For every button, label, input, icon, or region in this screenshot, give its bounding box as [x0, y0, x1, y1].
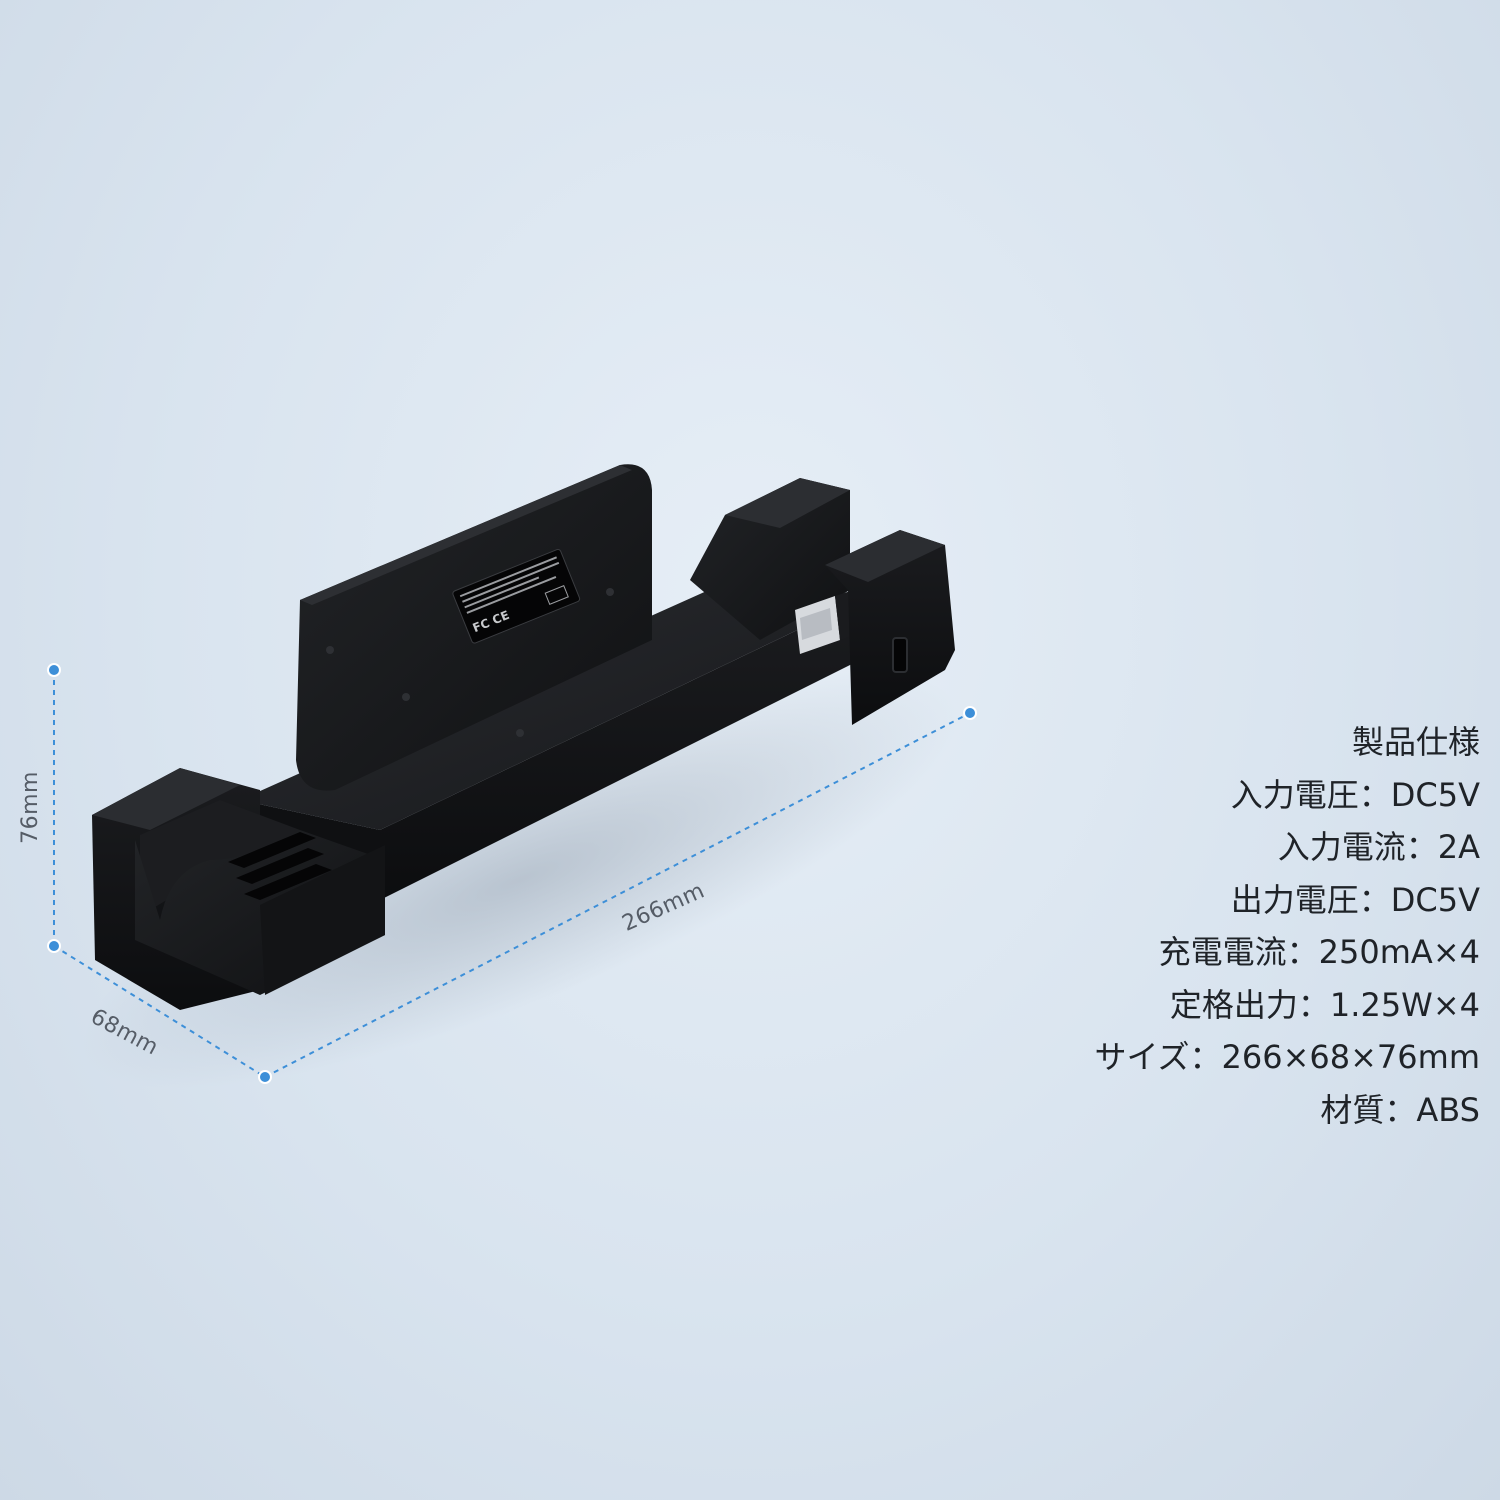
left-controller-stand [92, 768, 385, 1010]
spec-charge-current: 充電電流：250mA×4 [1158, 933, 1480, 971]
length-dimension-line [264, 712, 971, 1078]
dimension-endpoints [47, 663, 977, 1084]
usb-port [236, 848, 324, 884]
dimension-endpoint [47, 939, 61, 953]
product-label: FC CE [452, 548, 581, 644]
dimension-endpoint [258, 1070, 272, 1084]
spec-input-voltage: 入力電圧：DC5V [1230, 775, 1480, 814]
spec-size: サイズ：266×68×76mm [1094, 1038, 1480, 1076]
depth-dimension-line [53, 945, 266, 1078]
spec-list: 製品仕様 入力電圧：DC5V 入力電流：2A 出力電圧：DC5V 充電電流：25… [960, 716, 1480, 1136]
usb-port [892, 637, 908, 673]
spec-rated-output: 定格出力：1.25W×4 [1169, 985, 1480, 1024]
height-dimension-label: 76mm [17, 771, 43, 844]
usb-port [244, 864, 332, 900]
spec-material: 材質：ABS [1320, 1090, 1480, 1129]
spec-output-voltage: 出力電圧：DC5V [1230, 880, 1480, 919]
right-controller-stand [690, 478, 850, 640]
floor-shadow [81, 671, 959, 1089]
dimension-endpoint [47, 663, 61, 677]
usb-port [228, 832, 316, 868]
dimension-endpoint [963, 706, 977, 720]
spec-title: 製品仕様 [1351, 723, 1480, 761]
right-end-block [825, 530, 955, 725]
dimension-lines [53, 670, 971, 1078]
spec-input-current: 入力電流：2A [1277, 828, 1480, 866]
